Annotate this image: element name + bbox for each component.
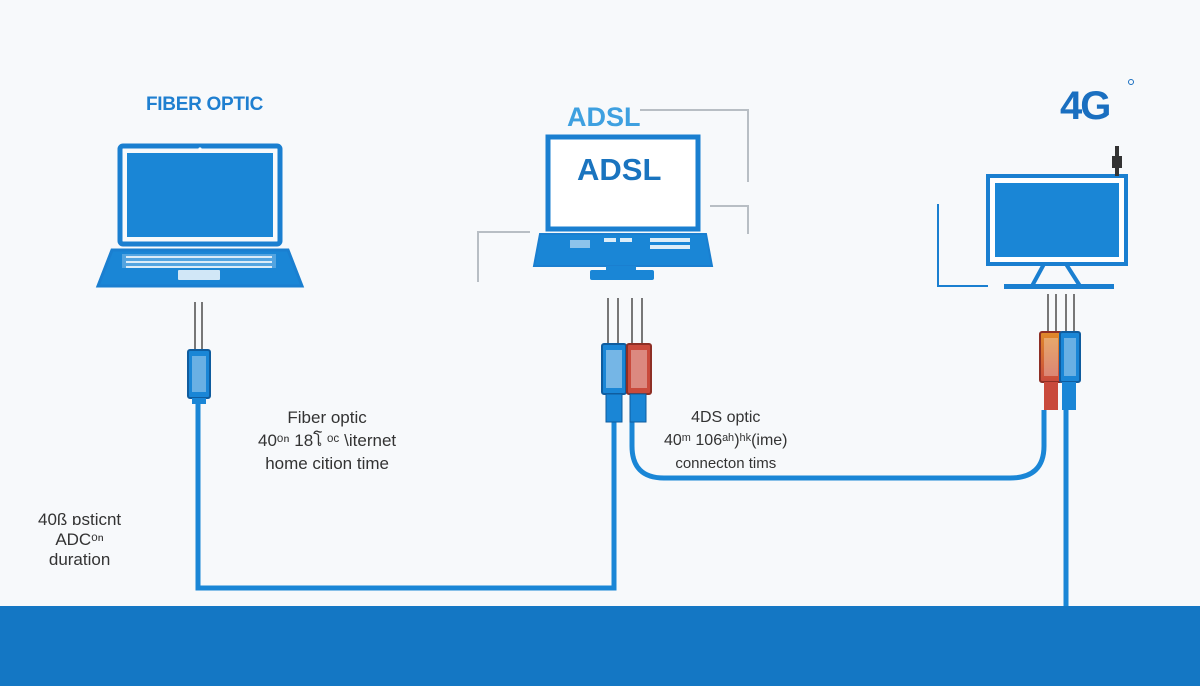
adsl-computer-icon xyxy=(477,109,749,282)
connector-icon xyxy=(187,302,211,404)
fiber-to-adsl-cable xyxy=(195,402,617,591)
adsl-caption-line: connecton tims xyxy=(675,455,777,472)
4g-title: 4G xyxy=(1060,84,1111,128)
fiber-caption-line: 40ᵒⁿ 18โ ᵒᶜ \iternet xyxy=(258,431,397,450)
adsl-caption-line: 4DS optic xyxy=(691,409,761,426)
connector-icon xyxy=(601,298,652,423)
adsl-title: ADSL xyxy=(567,102,641,132)
left-caption-line: ADCᵒⁿ xyxy=(55,530,104,549)
left-caption: 40ß ɒsticnt ADCᵒⁿ duration xyxy=(38,510,121,570)
fiber-caption: Fiber optic 40ᵒⁿ 18โ ᵒᶜ \iternet home ci… xyxy=(258,406,396,475)
fiber-caption-line: home cition time xyxy=(265,454,389,473)
fiber-optic-title: FIBER OPTIC xyxy=(146,94,264,115)
adsl-to-4g-cable xyxy=(629,410,1047,481)
left-caption-line: duration xyxy=(48,550,111,569)
floor-band xyxy=(0,606,1200,686)
adsl-screen-label: ADSL xyxy=(577,152,662,187)
adsl-caption: 4DS optic 40ᵐ 106ᵃʰ)ʰᵏ(ime) connecton ti… xyxy=(664,406,788,475)
left-caption-line: 40ß ɒsticnt xyxy=(38,510,122,529)
laptop-icon xyxy=(95,143,305,288)
cables xyxy=(195,402,1069,608)
4g-monitor-icon xyxy=(937,174,1128,289)
antenna-icon xyxy=(1112,79,1134,176)
fiber-caption-line: Fiber optic xyxy=(287,408,367,427)
connector-icon xyxy=(1039,294,1081,410)
adsl-caption-line: 40ᵐ 106ᵃʰ)ʰᵏ(ime) xyxy=(664,432,788,449)
